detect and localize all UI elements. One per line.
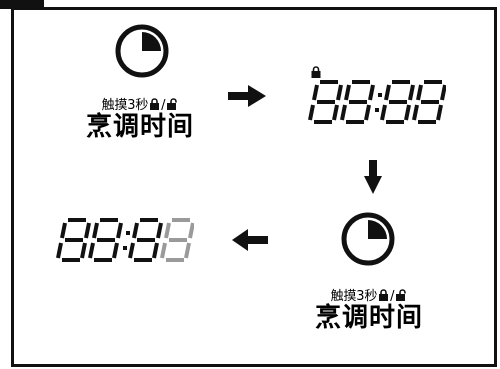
step1-caption: 触摸3秒/ 烹调时间	[82, 98, 198, 141]
lock-icon	[311, 66, 321, 78]
arrow-down-icon	[364, 160, 382, 194]
step3-caption: 触摸3秒/ 烹调时间	[311, 289, 427, 332]
corner-tab	[0, 0, 44, 9]
cook-time-label: 烹调时间	[314, 303, 423, 333]
time-display-full	[308, 80, 446, 124]
timer-icon	[341, 212, 395, 266]
unlock-icon	[167, 98, 178, 110]
timer-icon	[115, 24, 169, 78]
touch-hint: 触摸3秒/	[82, 98, 198, 113]
lock-icon	[379, 289, 389, 301]
lock-icon	[150, 98, 160, 110]
cook-time-label: 烹调时间	[85, 112, 194, 142]
arrow-left-icon	[232, 229, 268, 251]
instruction-panel	[11, 7, 497, 367]
dimmed-digit	[160, 218, 194, 262]
unlock-icon	[396, 289, 407, 301]
time-display-dimmed	[56, 218, 194, 262]
touch-hint: 触摸3秒/	[311, 289, 427, 304]
arrow-right-icon	[228, 85, 266, 107]
